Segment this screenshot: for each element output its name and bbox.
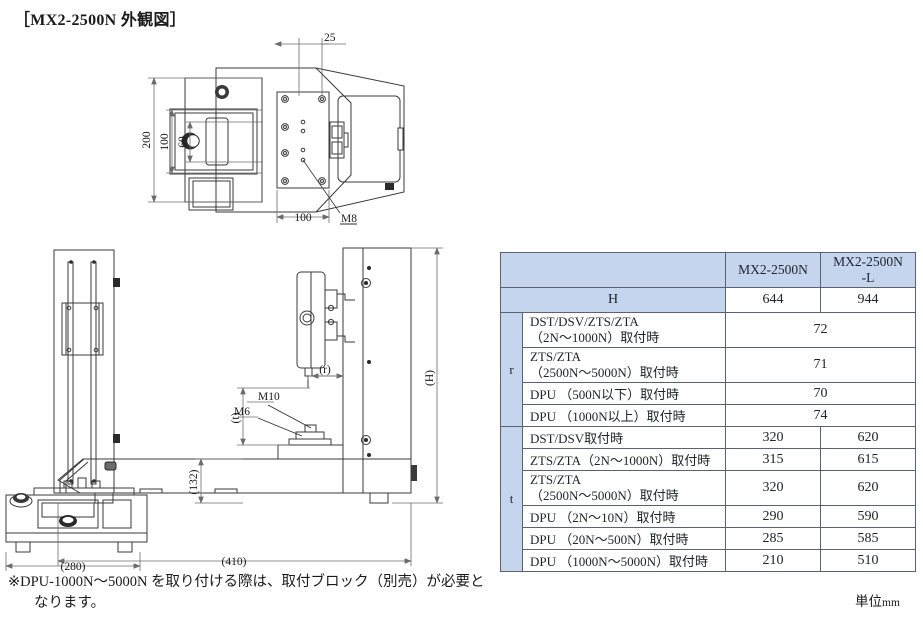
cell-r-3-merged: 74 xyxy=(725,404,916,427)
unit-note: 単位mm xyxy=(855,590,900,610)
cell-t-1-b: 615 xyxy=(820,448,916,471)
row-label-line2: （2N〜1000N）取付時 xyxy=(530,330,660,345)
row-label-t-4: DPU （20N〜500N）取付時 xyxy=(522,527,726,550)
cell-t-2-b: 620 xyxy=(820,470,916,506)
dim-label-60: 60 xyxy=(177,136,189,148)
dim-label-132: (132) xyxy=(188,469,200,494)
row-label-line1: DST/DSV/ZTS/ZTA xyxy=(530,314,639,329)
cell-r-2-merged: 70 xyxy=(725,382,916,405)
cell-t-0-b: 620 xyxy=(820,426,916,449)
table-row-h: H 644 944 xyxy=(500,287,916,313)
dim-label-r: (r) xyxy=(319,364,331,376)
table-row: ZTS/ZTA（2N〜1000N）取付時 315 615 xyxy=(501,448,916,471)
table-row: DPU （500N以下）取付時 70 xyxy=(501,382,916,405)
cell-t-3-b: 590 xyxy=(820,505,916,528)
cell-t-1-a: 315 xyxy=(725,448,821,471)
plan-view-dimensions xyxy=(148,38,346,223)
callout-label-m10: M10 xyxy=(258,391,280,403)
row-label-line1: ZTS/ZTA xyxy=(530,472,581,487)
table-row: DPU （20N〜500N）取付時 285 585 xyxy=(501,527,916,550)
header-model-l-suffix: -L xyxy=(861,270,875,285)
dim-label-100-v: 100 xyxy=(159,133,171,151)
dim-label-200: 200 xyxy=(141,131,153,149)
dim-label-100-h: 100 xyxy=(294,212,312,224)
cell-t-5-a: 210 xyxy=(725,549,821,572)
row-label-r-3: DPU （1000N以上）取付時 xyxy=(522,404,726,427)
table-row: r DST/DSV/ZTS/ZTA （2N〜1000N）取付時 72 xyxy=(500,312,916,427)
row-label-line1: ZTS/ZTA xyxy=(530,349,581,364)
unit-note-label: 単位 xyxy=(855,594,882,609)
footnote: ※DPU-1000N〜5000N を取り付ける際は、取付ブロック（別売）が必要と… xyxy=(8,572,486,614)
row-label-r-1: ZTS/ZTA （2500N〜5000N）取付時 xyxy=(522,347,726,383)
side-view-dimensions xyxy=(57,247,443,566)
cell-h-mx2-2500n: 644 xyxy=(725,287,821,313)
table-header-row: MX2-2500N MX2-2500N -L xyxy=(500,252,916,288)
cell-t-0-a: 320 xyxy=(725,426,821,449)
row-label-r-2: DPU （500N以下）取付時 xyxy=(522,382,726,405)
table-row: DPU （2N〜10N）取付時 290 590 xyxy=(501,505,916,528)
dim-label-410: (410) xyxy=(222,556,247,568)
table-row: ZTS/ZTA （2500N〜5000N）取付時 320 620 xyxy=(501,470,916,506)
row-label-t-5: DPU （1000N〜5000N）取付時 xyxy=(522,549,726,572)
side-view-geometry xyxy=(57,247,417,504)
footnote-line-1: ※DPU-1000N〜5000N を取り付ける際は、取付ブロック（別売）が必要と xyxy=(8,574,485,590)
dim-label-280: (280) xyxy=(61,561,86,573)
callout-label-m6: M6 xyxy=(234,406,250,418)
cell-t-4-a: 285 xyxy=(725,527,821,550)
header-model-label: MX2-2500N xyxy=(738,262,808,277)
page-title: ［MX2-2500N 外観図］ xyxy=(14,12,187,29)
row-label-t-1: ZTS/ZTA（2N〜1000N）取付時 xyxy=(522,448,726,471)
row-label-r-0: DST/DSV/ZTS/ZTA （2N〜1000N）取付時 xyxy=(522,312,726,348)
cell-r-1-merged: 71 xyxy=(725,347,916,383)
header-model-mx2-2500n-l: MX2-2500N -L xyxy=(820,252,916,288)
header-model-mx2-2500n: MX2-2500N xyxy=(725,252,821,288)
cell-t-2-a: 320 xyxy=(725,470,821,506)
spec-table-container: MX2-2500N MX2-2500N -L H 644 944 r xyxy=(500,252,916,572)
cell-t-3-a: 290 xyxy=(725,505,821,528)
section-letter-t: t xyxy=(500,426,523,572)
cell-t-4-b: 585 xyxy=(820,527,916,550)
dim-label-H: (H) xyxy=(424,370,436,386)
dim-label-t: (t) xyxy=(230,412,242,423)
table-row: DPU （1000N〜5000N）取付時 210 510 xyxy=(501,549,916,572)
row-label-h: H xyxy=(500,287,726,313)
section-letter-r: r xyxy=(500,312,523,427)
row-label-t-0: DST/DSV取付時 xyxy=(522,426,726,449)
row-label-line2: （2500N〜5000N）取付時 xyxy=(530,365,679,380)
cell-h-mx2-2500n-l: 944 xyxy=(820,287,916,313)
unit-note-mm: mm xyxy=(882,597,900,609)
footnote-line-2: なります。 xyxy=(34,595,106,611)
table-row: ZTS/ZTA （2500N〜5000N）取付時 71 xyxy=(501,347,916,383)
row-label-line2: （2500N〜5000N）取付時 xyxy=(530,488,679,503)
spec-table: MX2-2500N MX2-2500N -L H 644 944 r xyxy=(500,252,916,572)
row-label-t-2: ZTS/ZTA （2500N〜5000N）取付時 xyxy=(522,470,726,506)
table-row: t DST/DSV取付時 320 620 xyxy=(500,426,916,572)
cell-r-0-merged: 72 xyxy=(725,312,916,348)
header-blank-cell xyxy=(500,252,726,288)
header-model-l-label: MX2-2500N xyxy=(833,254,903,269)
cell-t-5-b: 510 xyxy=(820,549,916,572)
row-label-t-3: DPU （2N〜10N）取付時 xyxy=(522,505,726,528)
front-view-geometry xyxy=(5,249,148,553)
callout-label-m8: M8 xyxy=(341,213,357,225)
plan-view-geometry xyxy=(169,67,405,213)
table-row: DPU （1000N以上）取付時 74 xyxy=(501,404,916,427)
dim-label-25: 25 xyxy=(324,32,336,44)
